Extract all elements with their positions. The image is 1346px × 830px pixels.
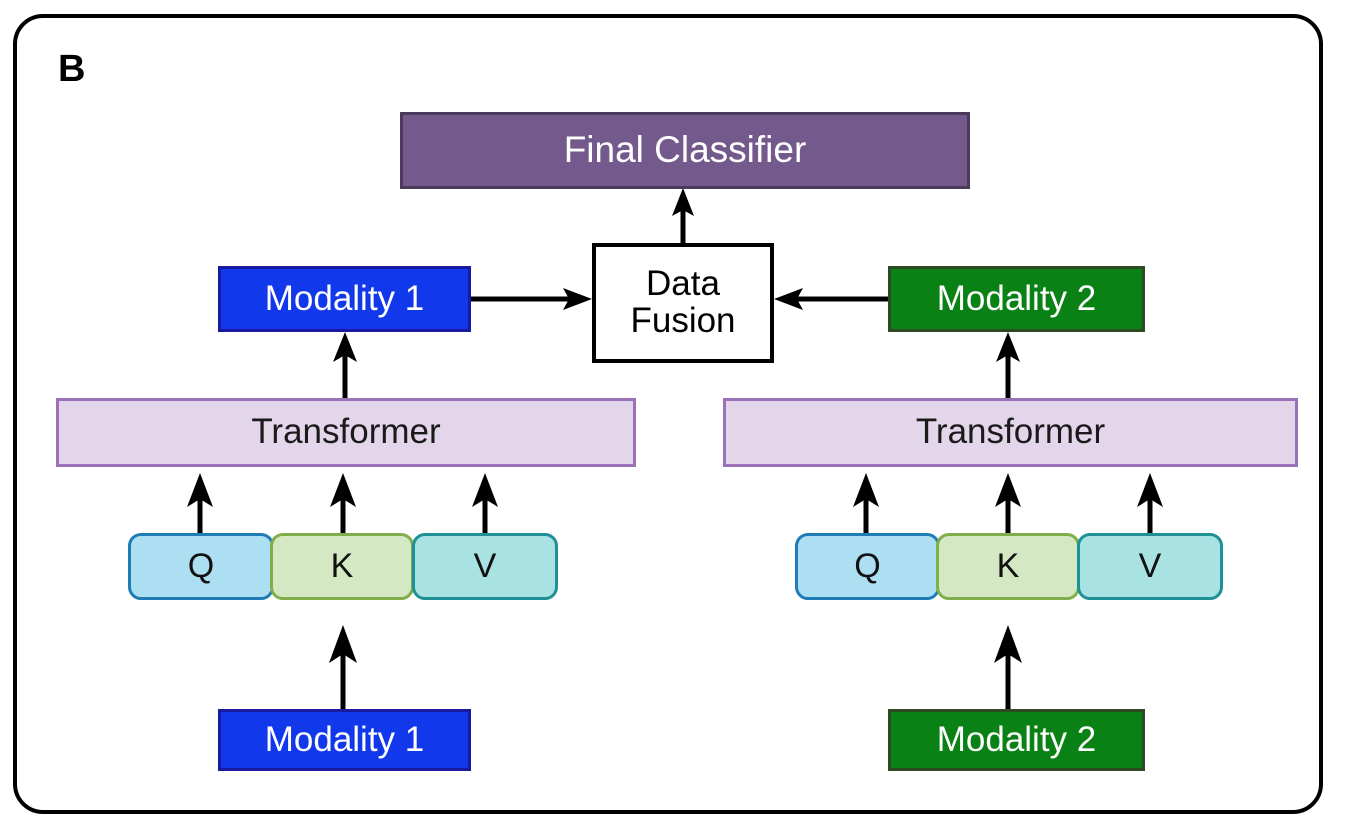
qkv-left-key-box[interactable]: K	[270, 533, 414, 600]
transformer-right-box[interactable]: Transformer	[723, 398, 1298, 467]
qkv-right-value-box[interactable]: V	[1077, 533, 1223, 600]
qkv-right-query-box[interactable]: Q	[795, 533, 940, 600]
qkv-left-value-box[interactable]: V	[412, 533, 558, 600]
modality-1-feature-box[interactable]: Modality 1	[218, 266, 471, 332]
final-classifier-box[interactable]: Final Classifier	[400, 112, 970, 189]
modality-1-input-box[interactable]: Modality 1	[218, 709, 471, 771]
data-fusion-box[interactable]: Data Fusion	[592, 243, 774, 363]
qkv-left-query-box[interactable]: Q	[128, 533, 274, 600]
transformer-left-box[interactable]: Transformer	[56, 398, 636, 467]
modality-2-input-box[interactable]: Modality 2	[888, 709, 1145, 771]
panel-letter: B	[58, 48, 86, 90]
qkv-right-key-box[interactable]: K	[936, 533, 1080, 600]
modality-2-feature-box[interactable]: Modality 2	[888, 266, 1145, 332]
